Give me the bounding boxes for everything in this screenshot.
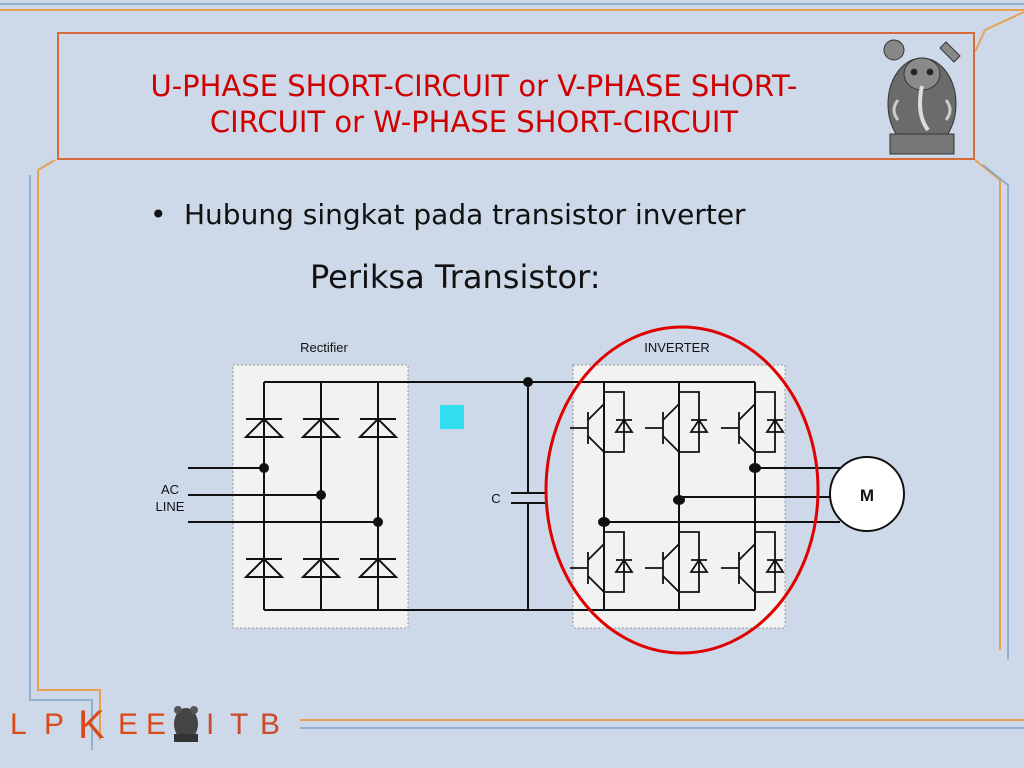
slide-title: U-PHASE SHORT-CIRCUIT or V-PHASE SHORT- … <box>64 68 884 140</box>
itb-ganesha-logo-icon <box>883 39 961 155</box>
bullet-item: • Hubung singkat pada transistor inverter <box>150 198 746 231</box>
footer-letter-k: K <box>78 703 105 747</box>
subheading: Periksa Transistor: <box>310 258 601 296</box>
title-line-2: CIRCUIT or W-PHASE SHORT-CIRCUIT <box>209 105 739 139</box>
title-line-1: U-PHASE SHORT-CIRCUIT or V-PHASE SHORT- <box>150 69 798 103</box>
footer-letter-e2: E <box>146 708 166 741</box>
capacitor-label: C <box>491 491 500 506</box>
footer-letter-i: I <box>206 708 214 741</box>
inverter-highlight-ellipse <box>544 325 820 655</box>
inverter-transistors <box>570 391 785 593</box>
footer-letter-l: L <box>10 708 27 741</box>
lpkee-itb-footer-logo: L P K E E I T B <box>10 703 280 747</box>
ac-line-label-2: LINE <box>156 499 185 514</box>
rectifier-label: Rectifier <box>300 340 348 355</box>
bullet-marker: • <box>150 198 167 231</box>
motor-symbol <box>829 456 905 532</box>
cyan-marker <box>440 405 464 429</box>
title-frame <box>57 32 975 160</box>
rectifier-diodes <box>243 417 399 578</box>
motor-label: M <box>860 486 874 505</box>
footer-letter-p: P <box>44 708 64 741</box>
footer-letter-t: T <box>230 708 248 741</box>
itb-ganesha-logo-icon <box>174 706 198 742</box>
footer-letter-e1: E <box>118 708 138 741</box>
bullet-text: Hubung singkat pada transistor inverter <box>184 198 746 231</box>
ac-line-label-1: AC <box>161 482 179 497</box>
footer-letter-b: B <box>260 708 280 741</box>
inverter-label: INVERTER <box>644 340 710 355</box>
